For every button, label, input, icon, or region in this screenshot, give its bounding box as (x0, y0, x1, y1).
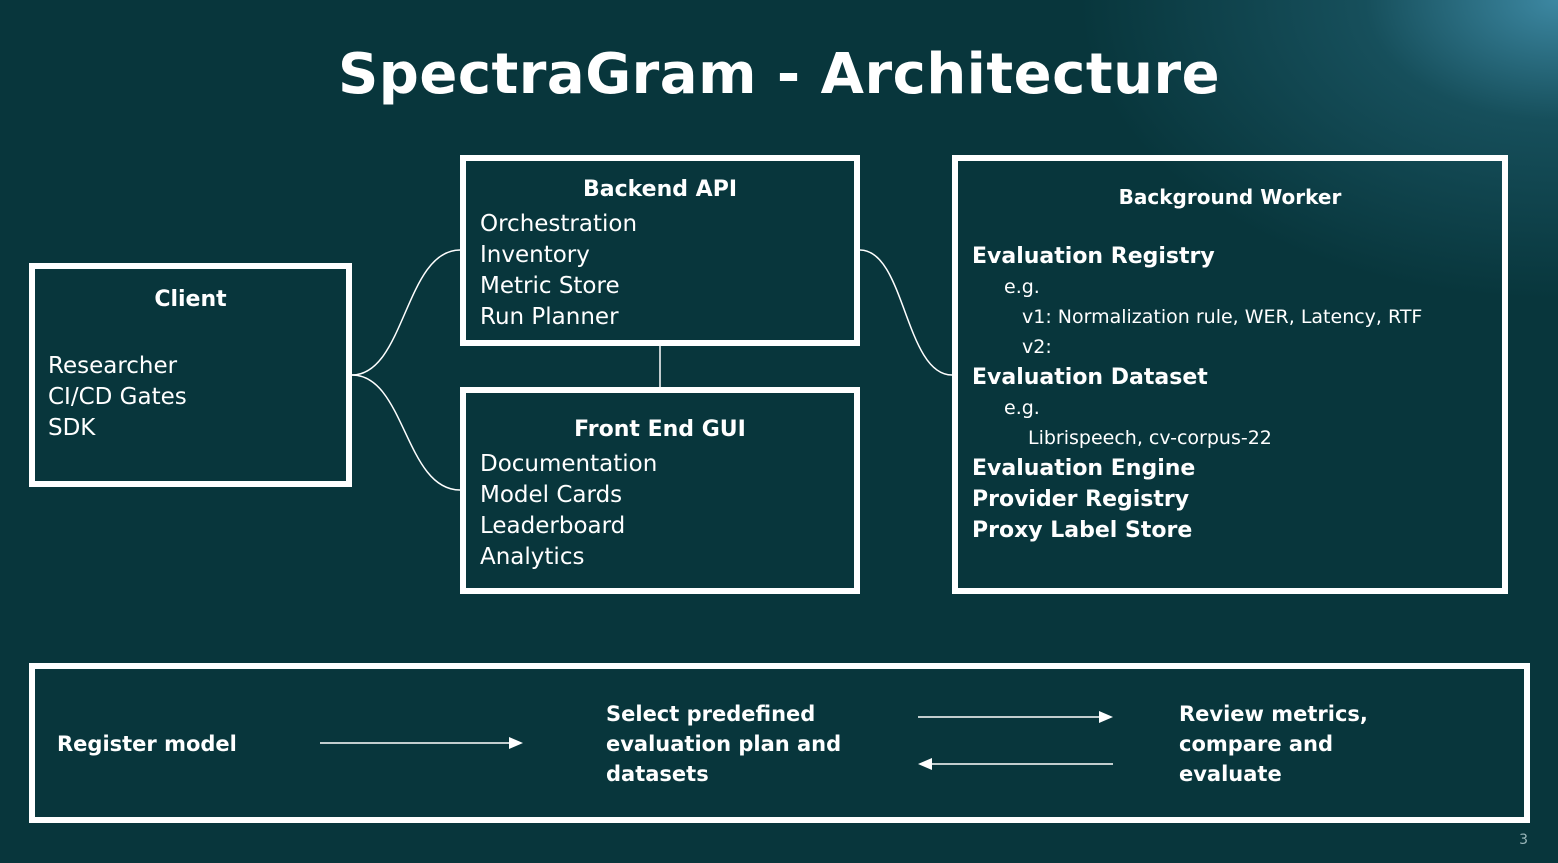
flow-step-select-plan-line: datasets (606, 762, 709, 786)
front-end-gui-box: Front End GUI Documentation Model Cards … (460, 387, 860, 594)
background-worker-title: Background Worker (1118, 185, 1342, 209)
frontend-item-model-cards: Model Cards (480, 482, 623, 508)
connector-backend-worker (859, 249, 953, 376)
client-box: Client Researcher CI/CD Gates SDK (29, 263, 352, 487)
backend-item-run-planner: Run Planner (480, 304, 619, 330)
workflow-box: Register model Select predefined evaluat… (29, 663, 1530, 823)
worker-eg-registry: e.g. (1004, 276, 1040, 298)
client-title: Client (154, 287, 227, 312)
background-worker-box: Background Worker Evaluation Registry e.… (952, 155, 1508, 594)
client-item-researcher: Researcher (48, 353, 178, 379)
worker-registry-v2: v2: (1022, 336, 1052, 358)
page-title: SpectraGram - Architecture (337, 42, 1221, 107)
flow-step-review-metrics-line: Review metrics, (1179, 702, 1368, 726)
worker-dataset-examples: Librispeech, cv-corpus-22 (1028, 427, 1272, 449)
backend-api-title: Backend API (582, 177, 738, 202)
client-item-sdk: SDK (48, 415, 96, 441)
arrow-select-to-review (918, 711, 1113, 723)
client-item-cicd-gates: CI/CD Gates (48, 384, 187, 410)
arrow-register-to-select (320, 737, 523, 749)
flow-step-review-metrics-line: compare and (1179, 732, 1334, 756)
worker-eg-dataset: e.g. (1004, 397, 1040, 419)
flow-step-select-plan: Select predefined evaluation plan and da… (606, 699, 841, 789)
backend-item-orchestration: Orchestration (480, 211, 638, 237)
backend-api-box: Backend API Orchestration Inventory Metr… (460, 155, 860, 346)
frontend-item-leaderboard: Leaderboard (480, 513, 626, 539)
worker-evaluation-registry: Evaluation Registry (972, 244, 1215, 269)
page-number: 3 (1519, 832, 1528, 848)
worker-evaluation-dataset: Evaluation Dataset (972, 365, 1208, 390)
backend-item-inventory: Inventory (480, 242, 590, 268)
flow-step-select-plan-line: Select predefined (606, 702, 816, 726)
flow-step-review-metrics-line: evaluate (1179, 762, 1282, 786)
frontend-item-documentation: Documentation (480, 451, 658, 477)
backend-item-metric-store: Metric Store (480, 273, 620, 299)
flow-step-review-metrics: Review metrics, compare and evaluate (1179, 699, 1368, 789)
arrow-review-to-select (918, 758, 1113, 770)
front-end-gui-title: Front End GUI (574, 417, 746, 442)
flow-step-register-model: Register model (57, 732, 237, 756)
connector-client-frontend (351, 374, 461, 491)
worker-registry-v1: v1: Normalization rule, WER, Latency, RT… (1022, 306, 1423, 328)
connector-client-backend (351, 249, 461, 376)
worker-provider-registry: Provider Registry (972, 487, 1190, 512)
worker-evaluation-engine: Evaluation Engine (972, 456, 1196, 481)
frontend-item-analytics: Analytics (480, 544, 585, 570)
flow-step-select-plan-line: evaluation plan and (606, 732, 842, 756)
worker-proxy-label-store: Proxy Label Store (972, 518, 1193, 543)
